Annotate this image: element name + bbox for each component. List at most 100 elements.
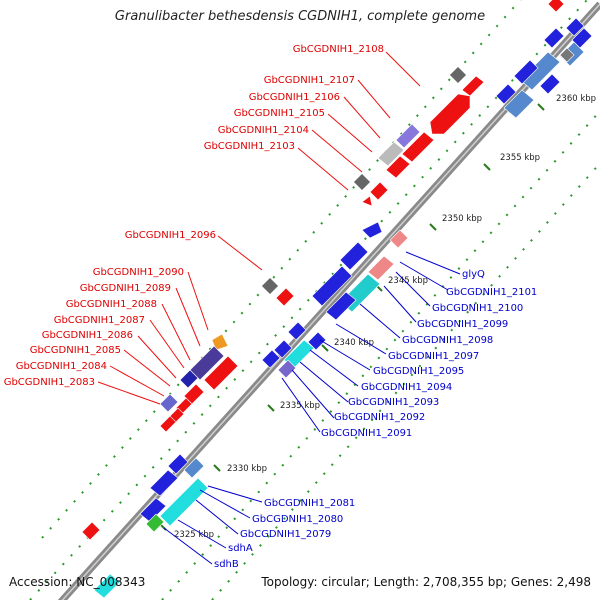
forward-strand-features <box>81 0 565 541</box>
gene-feature <box>81 521 101 541</box>
gene-feature <box>159 415 177 433</box>
gene-feature <box>139 497 167 523</box>
leader-line <box>291 369 335 419</box>
leader-line <box>281 377 321 433</box>
gene-feature <box>277 359 297 379</box>
gene-feature <box>377 141 405 167</box>
leader-line <box>297 147 349 191</box>
leader-line <box>385 51 421 87</box>
gene-label: GbCGDNIH1_2083 <box>4 377 95 388</box>
gene-label: GbCGDNIH1_2086 <box>42 330 133 341</box>
gene-feature <box>565 17 585 37</box>
gene-label: glyQ <box>462 269 485 280</box>
reverse-strand-features <box>93 17 593 599</box>
leader-line <box>399 261 449 291</box>
gene-feature <box>149 469 179 497</box>
accession-text: Accession: NC_008343 <box>9 575 146 589</box>
leader-line <box>195 499 239 535</box>
gene-feature <box>145 513 165 533</box>
gene-label: GbCGDNIH1_2099 <box>417 319 508 330</box>
gene-feature <box>547 0 565 13</box>
scale-label: 2325 kbp <box>174 530 214 540</box>
gene-feature <box>539 73 561 95</box>
gene-feature <box>93 573 121 599</box>
scale-label: 2335 kbp <box>280 401 320 411</box>
scale-tick <box>321 344 329 352</box>
leader-line <box>163 527 213 565</box>
scale-tick <box>429 223 437 231</box>
gene-feature <box>275 287 295 307</box>
scale-tick <box>537 103 545 111</box>
leader-line <box>137 335 177 379</box>
scale-ticks <box>159 103 545 531</box>
gene-feature <box>503 89 535 119</box>
gene-feature <box>287 321 307 341</box>
leader-line <box>207 485 263 503</box>
gene-feature <box>311 265 353 307</box>
leader-line <box>335 323 387 355</box>
leader-line <box>359 303 401 339</box>
gene-label: GbCGDNIH1_2088 <box>66 299 157 310</box>
gene-feature <box>401 131 435 163</box>
gene-feature <box>543 27 565 49</box>
gene-feature <box>325 291 357 321</box>
gene-feature <box>179 369 199 389</box>
leader-line <box>343 96 381 139</box>
leader-line <box>123 349 171 387</box>
leader-line <box>109 365 165 397</box>
scale-label: 2350 kbp <box>442 214 482 224</box>
gene-feature <box>389 229 409 249</box>
gene-label: GbCGDNIH1_2092 <box>334 412 425 423</box>
scale-label: 2345 kbp <box>388 276 428 286</box>
gene-feature <box>367 255 395 281</box>
gene-label: GbCGDNIH1_2095 <box>373 366 464 377</box>
leader-line <box>383 285 417 323</box>
gene-label: GbCGDNIH1_2101 <box>446 287 537 298</box>
gene-label: GbCGDNIH1_2084 <box>16 361 107 372</box>
scale-label: 2360 kbp <box>556 94 596 104</box>
gene-feature <box>167 453 189 475</box>
gene-label: GbCGDNIH1_2098 <box>402 335 493 346</box>
leader-line <box>405 251 461 275</box>
gene-feature <box>203 355 239 391</box>
gene-label: sdhB <box>214 559 239 570</box>
gene-feature <box>339 241 369 271</box>
gene-feature <box>361 221 383 239</box>
leader-line <box>319 339 371 371</box>
gene-label: GbCGDNIH1_2091 <box>321 428 412 439</box>
leader-line <box>311 129 363 173</box>
genome-summary-text: Topology: circular; Length: 2,708,355 bp… <box>261 575 591 589</box>
gene-feature <box>519 51 561 91</box>
gene-label: GbCGDNIH1_2106 <box>249 92 340 103</box>
gene-feature <box>385 155 411 179</box>
gene-label: GbCGDNIH1_2096 <box>125 230 216 241</box>
scale-tick <box>267 404 275 412</box>
gene-label: GbCGDNIH1_2080 <box>252 514 343 525</box>
gene-feature <box>261 349 281 369</box>
gene-label: GbCGDNIH1_2097 <box>388 351 479 362</box>
leader-line <box>395 271 431 307</box>
gene-feature <box>449 66 467 84</box>
gene-label: GbCGDNIH1_2100 <box>432 303 523 314</box>
gene-feature <box>513 59 539 85</box>
gene-label: GbCGDNIH1_2093 <box>348 397 439 408</box>
leader-line <box>97 381 161 405</box>
leader-line <box>299 361 349 403</box>
gene-feature <box>429 93 471 135</box>
gene-feature <box>183 457 205 479</box>
gene-label: GbCGDNIH1_2107 <box>264 75 355 86</box>
leader-line <box>177 519 227 549</box>
forward-leader-lines <box>97 51 421 405</box>
leader-line <box>199 489 251 519</box>
scale-tick <box>483 163 491 171</box>
gene-feature <box>159 393 179 413</box>
leader-line <box>149 319 185 369</box>
gene-feature <box>261 277 279 295</box>
leader-line <box>357 79 391 119</box>
map-title: Granulibacter bethesdensis CGDNIH1, comp… <box>114 9 486 24</box>
gene-feature <box>353 173 371 191</box>
gene-label: GbCGDNIH1_2081 <box>264 498 355 509</box>
scale-label: 2355 kbp <box>500 153 540 163</box>
